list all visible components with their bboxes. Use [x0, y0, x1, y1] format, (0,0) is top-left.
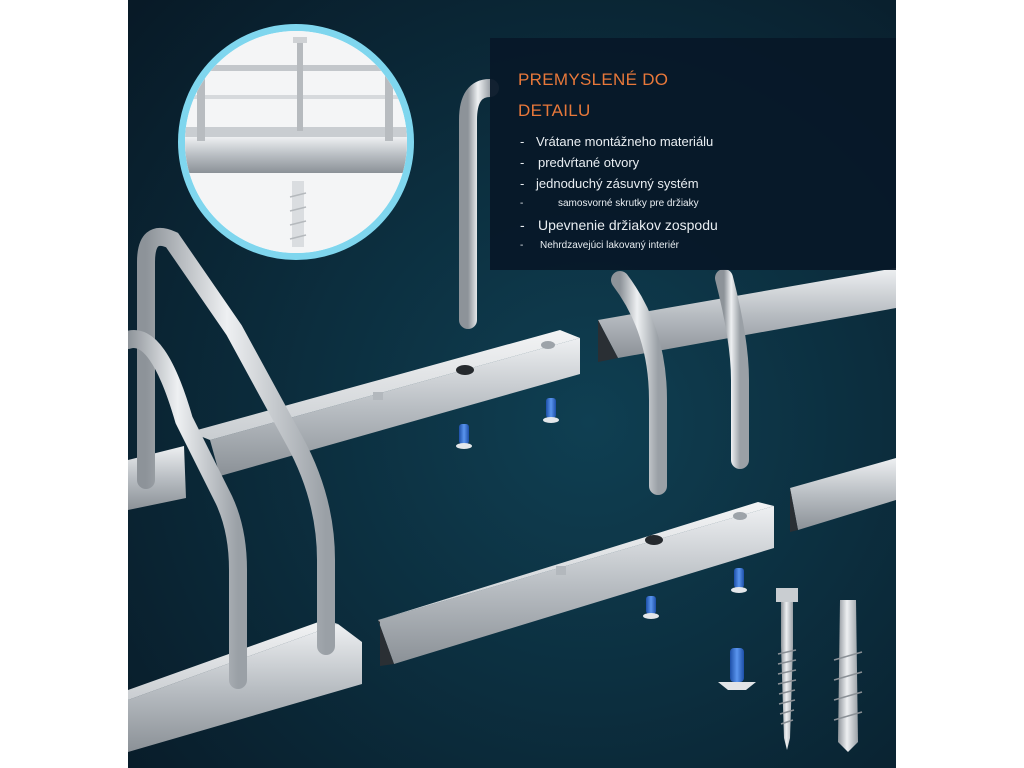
product-image: PREMYSLENÉ DO DETAILU -Vrátane montážneh…: [128, 0, 896, 768]
feature-text: Nehrdzavejúci lakovaný interiér: [540, 240, 679, 251]
screw-countersunk: [718, 648, 756, 690]
bullet: -: [520, 217, 525, 233]
bike-holder-loop-right: [611, 269, 749, 495]
panel-title: PREMYSLENÉ DO DETAILU: [518, 64, 878, 126]
detail-closeup: [185, 31, 407, 253]
screw-small-4: [731, 568, 747, 593]
bullet: -: [520, 198, 524, 209]
lag-bolt: [776, 588, 798, 750]
bike-holder-loop-left: [128, 227, 335, 689]
bullet: -: [520, 134, 525, 149]
panel-title-line-2: DETAILU: [518, 101, 591, 120]
bullet: -: [520, 155, 525, 170]
feature-text: Upevnenie držiakov zospodu: [538, 217, 718, 233]
bullet: -: [520, 240, 524, 251]
feature-panel: PREMYSLENÉ DO DETAILU -Vrátane montážneh…: [490, 38, 896, 270]
detail-inset-circle: [178, 24, 414, 260]
feature-item: -jednoduchý zásuvný systém: [520, 176, 699, 191]
feature-item: -Upevnenie držiakov zospodu: [520, 217, 718, 233]
tube-segment-right-end: [790, 458, 896, 532]
bullet: -: [520, 176, 525, 191]
tube-segment-front: [378, 502, 774, 666]
tube-segment-top-right: [598, 268, 896, 362]
screw-small-2: [543, 398, 559, 423]
screw-small-1: [456, 424, 472, 449]
feature-text: jednoduchý zásuvný systém: [536, 176, 699, 191]
panel-accent-bar: [490, 38, 495, 270]
feature-item: -predvŕtané otvory: [520, 155, 639, 170]
feature-item: -Vrátane montážneho materiálu: [520, 134, 713, 149]
feature-item: - Nehrdzavejúci lakovaný interiér: [520, 240, 679, 251]
feature-text: samosvorné skrutky pre držiaky: [558, 198, 699, 209]
wall-plug: [833, 600, 863, 752]
screw-small-3: [643, 596, 659, 619]
feature-item: - samosvorné skrutky pre držiaky: [520, 198, 699, 209]
feature-text: predvŕtané otvory: [538, 155, 640, 170]
feature-text: Vrátane montážneho materiálu: [536, 134, 714, 149]
panel-title-line-1: PREMYSLENÉ DO: [518, 70, 669, 89]
